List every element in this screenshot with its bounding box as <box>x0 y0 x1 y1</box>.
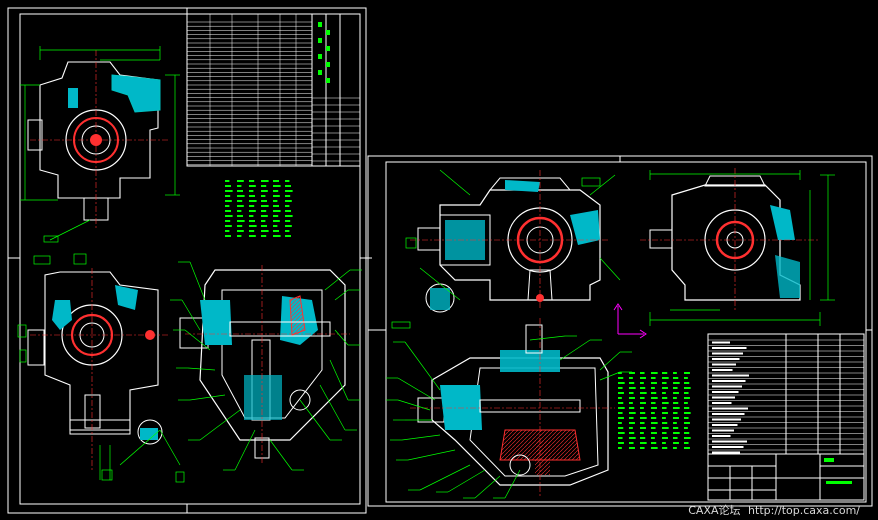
technical-notes-right <box>618 372 691 449</box>
section-view-right <box>386 318 632 499</box>
mid-left-view <box>17 253 185 483</box>
sheet-left <box>7 7 372 514</box>
front-view-right <box>391 169 621 329</box>
technical-notes-left <box>225 180 293 237</box>
parts-list-table-right <box>707 333 865 455</box>
title-block-right <box>707 453 865 501</box>
watermark: CAXA论坛 http://top.caxa.com/ <box>684 502 860 518</box>
section-view-left <box>170 261 362 471</box>
parts-list-table-left <box>186 13 361 167</box>
sheet-right <box>367 155 873 507</box>
side-view-right <box>613 168 835 339</box>
watermark-url: http://top.caxa.com/ <box>748 504 860 517</box>
watermark-brand: CAXA论坛 <box>688 504 741 517</box>
origin-axis-marker <box>613 303 647 339</box>
sheet-right-inner-border <box>385 161 867 503</box>
top-left-view <box>20 46 180 243</box>
